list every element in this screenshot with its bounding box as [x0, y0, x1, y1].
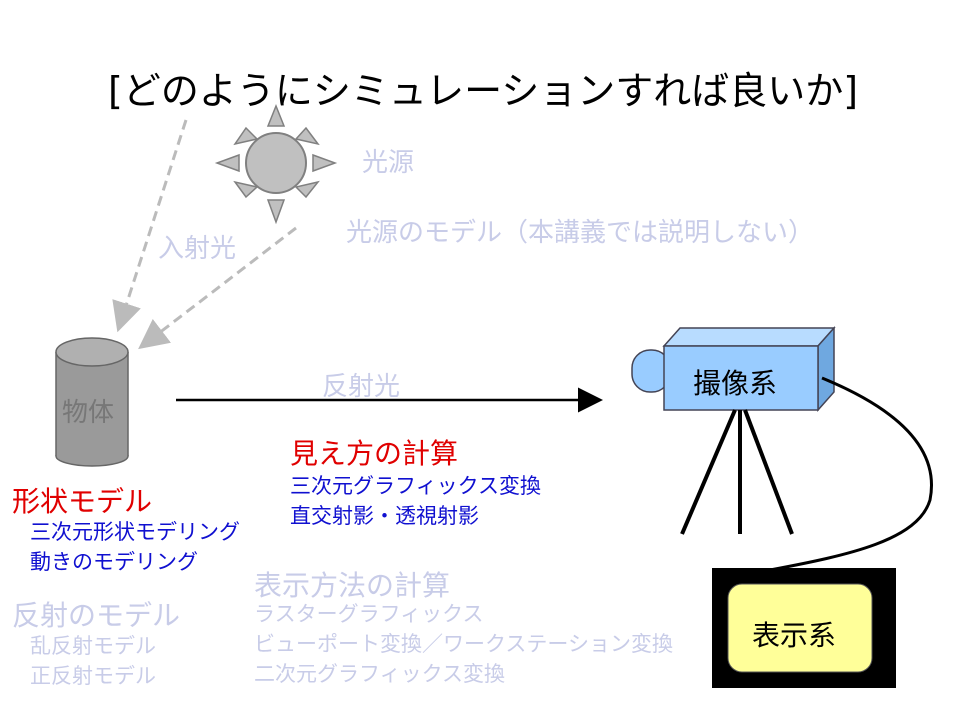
diagram-title: [どのようにシミュレーションすれば良いか]: [108, 60, 858, 115]
shape-model-item-1: 三次元形状モデリング: [30, 516, 240, 546]
display-calc-item-1: ラスターグラフィックス: [254, 598, 484, 628]
incident-light-label: 入射光: [158, 228, 236, 265]
reflection-model-heading: 反射のモデル: [12, 594, 180, 634]
reflection-model-item-1: 乱反射モデル: [30, 630, 156, 660]
tripod: [682, 410, 792, 534]
view-calc-item-2: 直交射影・透視射影: [290, 500, 479, 530]
object-label: 物体: [62, 392, 114, 429]
camera-label: 撮像系: [693, 362, 777, 402]
display-calc-item-2: ビューポート変換／ワークステーション変換: [254, 628, 673, 658]
view-calc-heading: 見え方の計算: [290, 432, 458, 472]
display-calc-item-3: 二次元グラフィックス変換: [254, 658, 505, 688]
light-source-label: 光源: [362, 142, 414, 179]
light-model-note: 光源のモデル（本講義では説明しない）: [346, 212, 814, 249]
view-calc-item-1: 三次元グラフィックス変換: [290, 470, 541, 500]
shape-model-item-2: 動きのモデリング: [30, 546, 198, 576]
shape-model-heading: 形状モデル: [12, 480, 152, 520]
incident-ray-1: [122, 120, 186, 318]
display-label: 表示系: [752, 614, 836, 654]
reflected-light-label: 反射光: [322, 366, 400, 403]
sun-icon: [217, 106, 335, 222]
reflection-model-item-2: 正反射モデル: [30, 660, 156, 690]
